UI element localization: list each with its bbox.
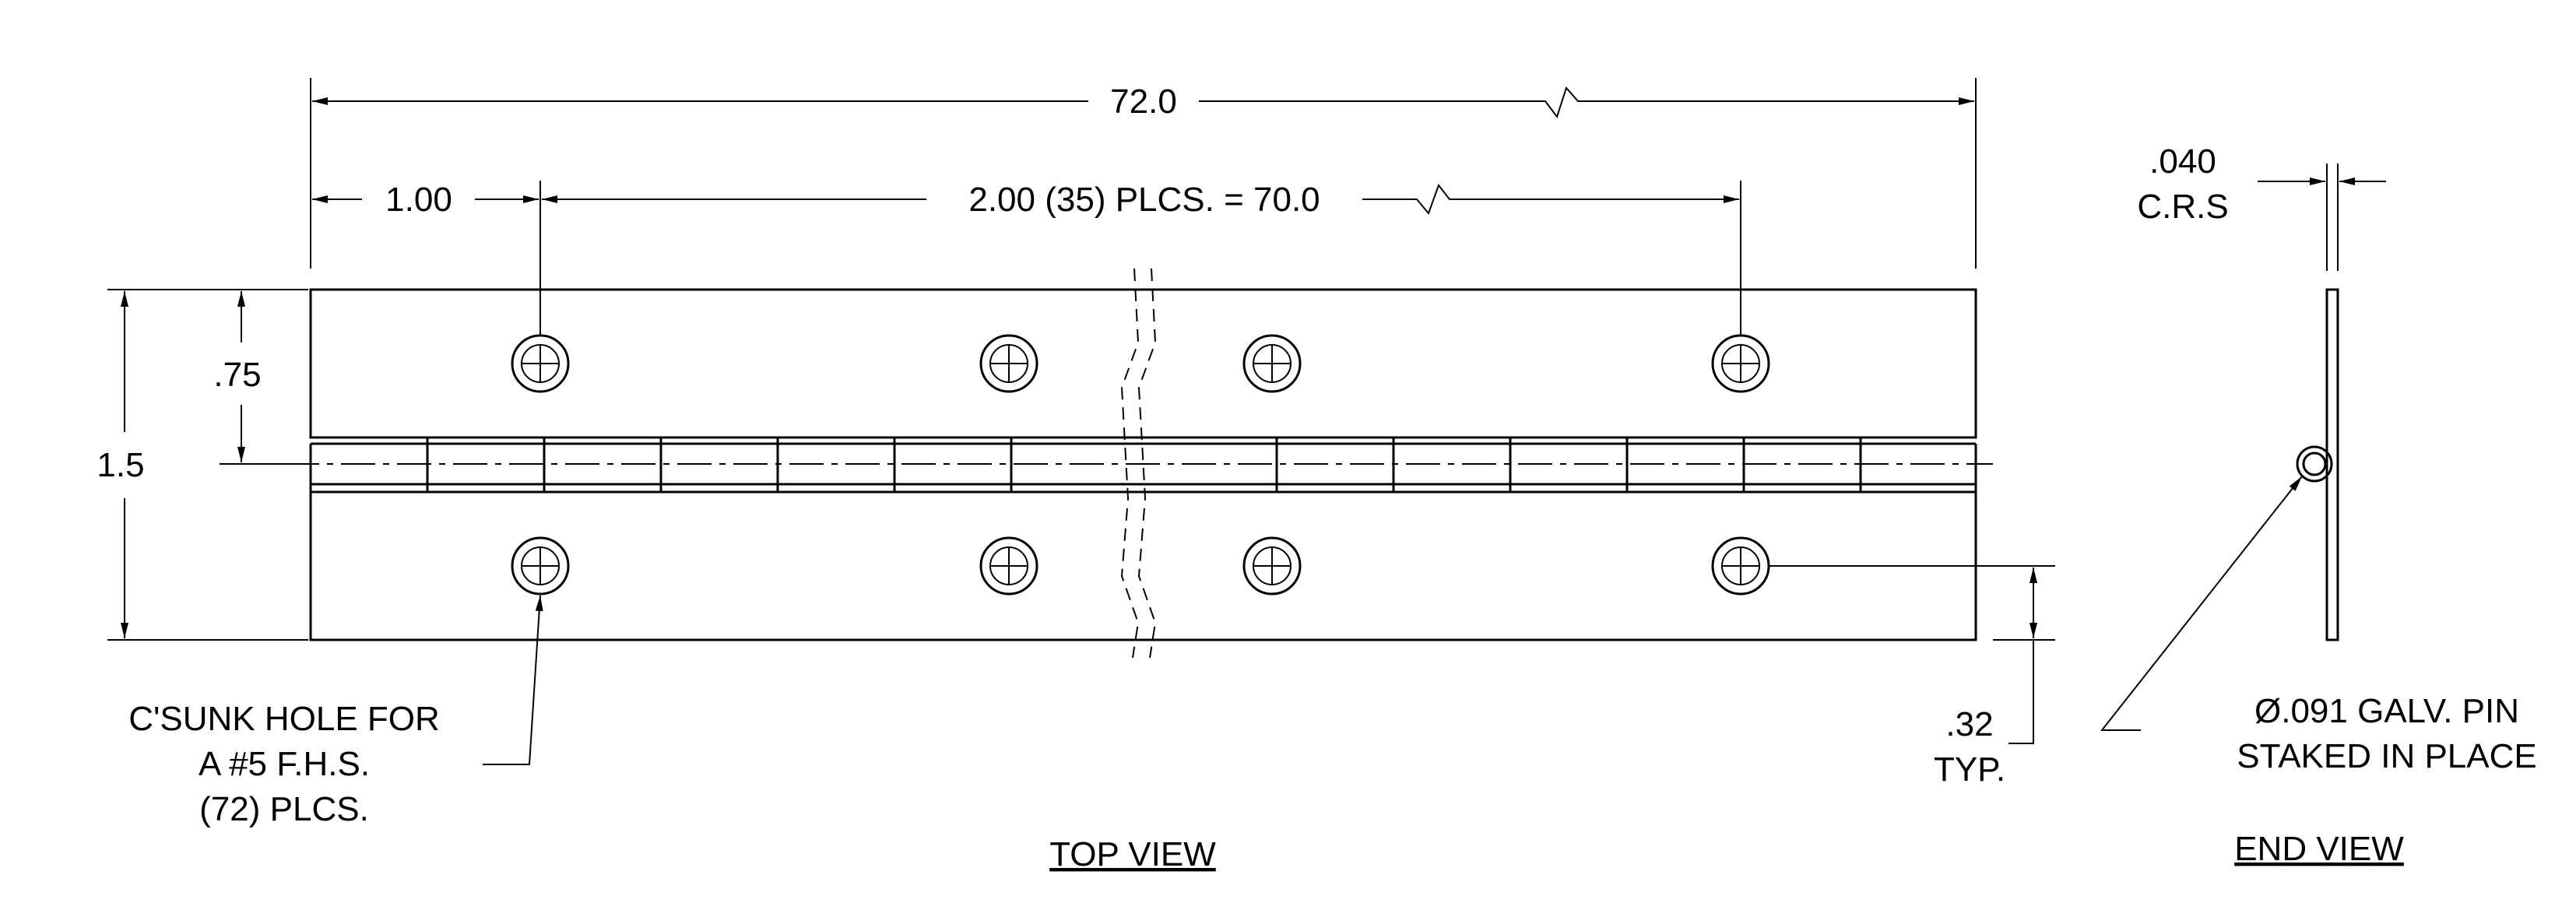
pin-note-line1: Ø.091 GALV. PIN xyxy=(2254,692,2519,730)
total-width-label: 1.5 xyxy=(97,446,144,484)
countersunk-hole xyxy=(979,536,1038,596)
pin-callout: Ø.091 GALV. PIN STAKED IN PLACE xyxy=(2100,476,2537,775)
countersunk-hole xyxy=(979,334,1038,393)
hole-note-line2: A #5 F.H.S. xyxy=(199,745,370,783)
break-line-right xyxy=(1137,268,1157,659)
countersunk-hole xyxy=(511,536,570,596)
countersunk-hole xyxy=(1711,536,1770,596)
dimension-end-offset: 1.00 xyxy=(312,181,541,336)
end-view-title: END VIEW xyxy=(2234,830,2404,868)
countersunk-hole xyxy=(1711,334,1770,393)
overall-length-label: 72.0 xyxy=(1110,83,1177,121)
pin-knuckle xyxy=(2296,445,2333,483)
dimension-hole-pitch: 2.00 (35) PLCS. = 70.0 xyxy=(542,181,1741,336)
top-view xyxy=(285,268,1993,659)
hole-edge-note: TYP. xyxy=(1934,750,2005,789)
dimension-leaf-to-pin: .75 xyxy=(213,289,308,465)
hole-note-line1: C'SUNK HOLE FOR xyxy=(128,700,440,738)
pin-note-line2: STAKED IN PLACE xyxy=(2237,737,2537,775)
countersunk-hole xyxy=(1242,334,1302,393)
break-line-left xyxy=(1120,268,1140,659)
upper-leaf xyxy=(309,288,1977,439)
hole-pitch-label: 2.00 (35) PLCS. = 70.0 xyxy=(968,181,1320,219)
knuckle-outline-right xyxy=(1161,436,1976,494)
dimension-thickness: .040 C.R.S xyxy=(2137,142,2386,271)
material-label: C.R.S xyxy=(2137,188,2228,226)
end-offset-label: 1.00 xyxy=(385,181,452,219)
dimension-total-width: 1.5 xyxy=(97,289,308,641)
hole-note-line3: (72) PLCS. xyxy=(199,790,369,828)
end-leaf xyxy=(2325,288,2339,641)
knuckle-outline-left xyxy=(311,436,1128,494)
leaf-to-pin-label: .75 xyxy=(213,356,261,394)
countersunk-hole xyxy=(1242,536,1302,596)
countersunk-hole xyxy=(511,334,570,393)
dimension-overall-length: 72.0 xyxy=(310,78,1977,269)
hole-edge-label: .32 xyxy=(1945,705,1993,743)
hole-callout: C'SUNK HOLE FOR A #5 F.H.S. (72) PLCS. xyxy=(128,595,543,828)
top-view-title: TOP VIEW xyxy=(1049,835,1216,873)
thickness-label: .040 xyxy=(2149,142,2216,181)
pin-body xyxy=(2302,451,2327,476)
end-view: .040 C.R.S Ø.091 GALV. PIN STAKED IN PLA… xyxy=(2100,142,2537,868)
dimension-hole-edge: .32 TYP. xyxy=(1769,565,2055,789)
